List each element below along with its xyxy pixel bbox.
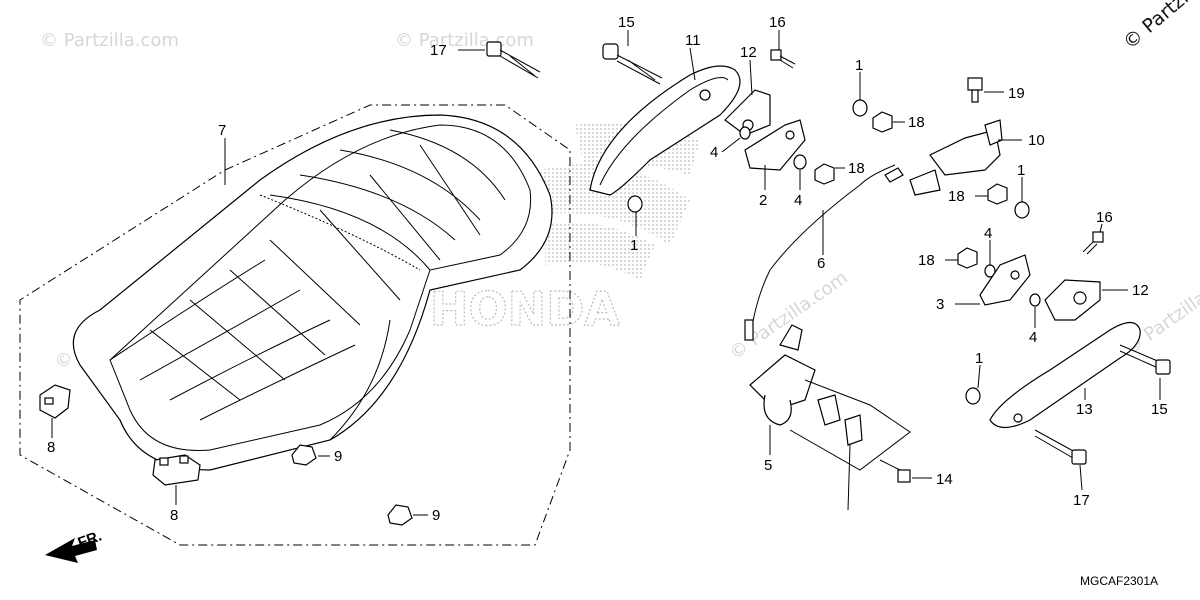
hinge-bracket xyxy=(744,119,806,171)
callout-18: 18 xyxy=(948,188,965,205)
grab-rail-left xyxy=(589,65,741,196)
callout-4: 4 xyxy=(984,225,992,242)
callout-1: 1 xyxy=(855,57,863,74)
collar xyxy=(627,195,643,213)
callout-1: 1 xyxy=(1017,162,1025,179)
nut xyxy=(957,247,978,269)
callout-3: 3 xyxy=(936,296,944,313)
callout-8: 8 xyxy=(47,439,55,456)
callout-11: 11 xyxy=(685,32,701,49)
callout-19: 19 xyxy=(1008,85,1025,102)
seat-nut xyxy=(387,504,413,526)
bolt xyxy=(967,77,983,103)
front-direction-arrow xyxy=(45,538,97,563)
nut xyxy=(872,111,893,133)
watermark-text: © Partzilla.com xyxy=(395,30,534,51)
collar xyxy=(793,154,807,170)
watermark-text: © Partzilla.com xyxy=(40,30,179,51)
bolt xyxy=(602,43,663,85)
nut xyxy=(987,183,1008,205)
bolt xyxy=(1082,231,1104,255)
callout-18: 18 xyxy=(848,160,865,177)
bolt xyxy=(1034,429,1087,465)
callout-17: 17 xyxy=(430,42,447,59)
nut xyxy=(814,163,835,185)
callout-8: 8 xyxy=(170,507,178,524)
callout-9: 9 xyxy=(334,448,342,465)
collar xyxy=(965,387,981,405)
callout-5: 5 xyxy=(764,457,772,474)
callout-12: 12 xyxy=(1132,282,1149,299)
callout-1: 1 xyxy=(630,237,638,254)
seat-lock-cable xyxy=(744,164,904,341)
seat-clip xyxy=(152,454,201,486)
callout-14: 14 xyxy=(936,471,953,488)
callout-7: 7 xyxy=(218,122,226,139)
callout-18: 18 xyxy=(918,252,935,269)
callout-labels: 17 15 11 12 16 1 19 18 10 4 2 4 18 1 7 1… xyxy=(47,14,1168,524)
collar xyxy=(852,99,868,117)
bracket-right xyxy=(1044,279,1101,321)
collar xyxy=(1014,201,1030,219)
watermark-text: © Partzilla.com xyxy=(726,267,852,364)
callout-16: 16 xyxy=(1096,209,1113,226)
callout-16: 16 xyxy=(769,14,786,31)
callout-4: 4 xyxy=(710,144,718,161)
collar xyxy=(1029,293,1041,307)
watermark-corner: © Partzilla.com xyxy=(1119,0,1200,54)
bolt xyxy=(770,49,796,69)
callout-9: 9 xyxy=(432,507,440,524)
callout-4: 4 xyxy=(1029,329,1037,346)
leader-lines xyxy=(51,30,1161,516)
seat xyxy=(72,114,553,471)
collar xyxy=(739,126,751,140)
seat-clip xyxy=(39,384,71,419)
seat-assembly-outline xyxy=(19,104,571,546)
hinge-bracket xyxy=(979,254,1031,306)
callout-12: 12 xyxy=(740,44,757,61)
callout-6: 6 xyxy=(817,255,825,272)
seat-nut xyxy=(291,444,317,466)
bolt xyxy=(486,41,541,79)
callout-15: 15 xyxy=(1151,401,1168,418)
callout-1: 1 xyxy=(975,350,983,367)
callout-17: 17 xyxy=(1073,492,1090,509)
callout-10: 10 xyxy=(1028,132,1045,149)
direction-label: FR. xyxy=(76,528,105,552)
callout-18: 18 xyxy=(908,114,925,131)
callout-13: 13 xyxy=(1076,401,1093,418)
callout-4: 4 xyxy=(794,192,802,209)
diagram-code: MGCAF2301A xyxy=(1080,574,1158,588)
grab-rail-right xyxy=(989,321,1141,429)
bolt xyxy=(1119,344,1171,375)
callout-2: 2 xyxy=(759,192,767,209)
seat-lock xyxy=(909,119,1003,196)
honda-wordmark: HONDA xyxy=(430,282,620,336)
bolt xyxy=(879,459,911,483)
callout-15: 15 xyxy=(618,14,635,31)
ignition-lock xyxy=(749,324,911,511)
